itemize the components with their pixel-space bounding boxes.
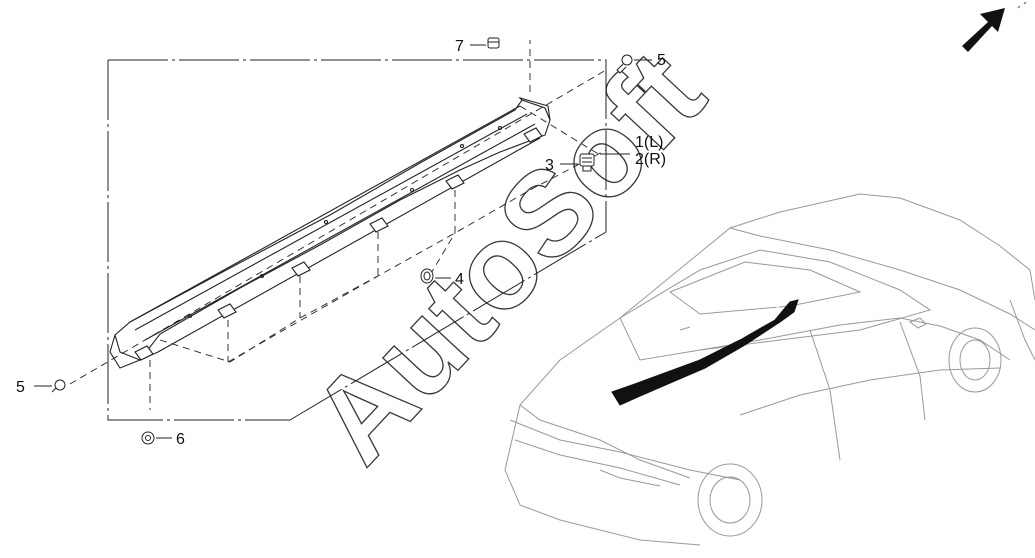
reference-frame <box>107 59 607 421</box>
highlighted-garnish-on-car <box>611 299 799 406</box>
callout-5-left: 5 <box>16 379 25 396</box>
callout-5-top: 5 <box>657 52 666 69</box>
clip-alignment-lines <box>69 40 607 410</box>
part-5-screw-left <box>34 379 66 393</box>
part-3-clip <box>560 153 630 172</box>
part-7-nut <box>470 37 500 49</box>
garnish-clip-tabs <box>134 127 543 361</box>
callout-2: 2(R) <box>635 151 666 168</box>
callout-3: 3 <box>545 157 554 174</box>
watermark-text: AutoSoft <box>286 26 729 488</box>
watermark: AutoSoft <box>285 25 730 488</box>
part-5-screw-top <box>616 54 652 74</box>
car-illustration <box>504 193 1035 546</box>
part-4-grommet <box>420 268 451 284</box>
callout-6: 6 <box>176 431 185 448</box>
callout-4: 4 <box>455 271 464 288</box>
part-6-clip <box>141 431 172 445</box>
callout-1: 1(L) <box>635 134 663 151</box>
callout-7: 7 <box>455 38 464 55</box>
front-direction-arrow-icon <box>962 1 1027 52</box>
